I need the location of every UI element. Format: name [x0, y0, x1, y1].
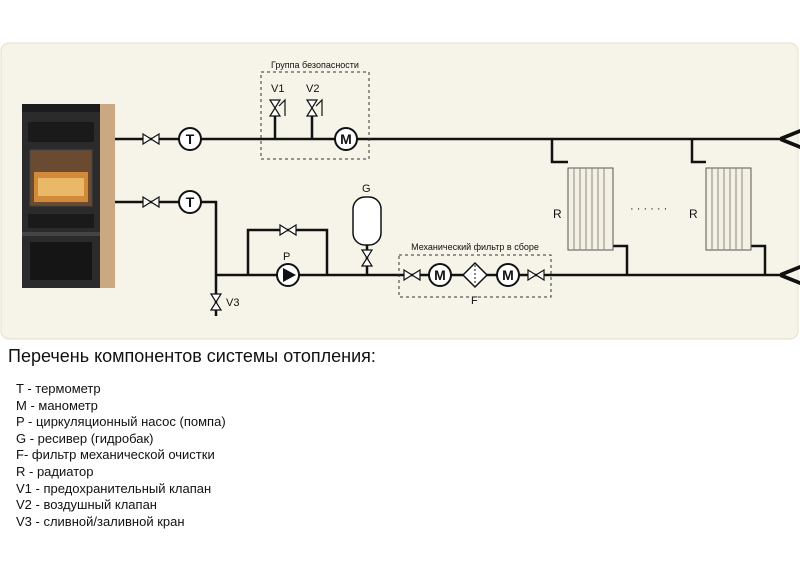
manometer-filter-right: M — [496, 263, 520, 287]
svg-text:M: M — [340, 131, 352, 147]
manometer-filter-left: M — [428, 263, 452, 287]
legend-item-filter: F- фильтр механической очистки — [16, 447, 215, 463]
diagram-background — [0, 42, 799, 340]
v1-label: V1 — [271, 83, 284, 95]
valve-supply — [142, 132, 160, 146]
valve-bypass — [279, 223, 297, 237]
air-valve-icon — [305, 98, 323, 117]
legend-item-drain-valve: V3 - сливной/заливной кран — [16, 513, 185, 529]
receiver-tank — [352, 196, 382, 246]
safety-group-title: Группа безопасности — [271, 60, 359, 70]
mechanical-filter — [461, 261, 489, 289]
legend-item-thermometer: T - термометр — [16, 381, 101, 396]
thermometer-return: T — [178, 190, 202, 214]
legend-item-pump: P - циркуляционный насос (помпа) — [16, 414, 226, 430]
valve-return — [142, 195, 160, 209]
safety-group-box — [260, 71, 370, 160]
safety-valve-icon — [268, 98, 286, 117]
svg-text:T: T — [186, 131, 195, 147]
legend-item-safety-valve: V1 - предохранительный клапан — [16, 480, 212, 496]
legend-title: Перечень компонентов системы отопления: — [8, 346, 376, 366]
valve-filter-left — [403, 268, 421, 282]
pump-label: P — [283, 251, 290, 263]
filter-group-title: Механический фильтр в сборе — [411, 242, 539, 252]
svg-text:T: T — [186, 194, 195, 210]
valve-v3 — [209, 293, 223, 311]
legend-item-manometer: M - манометр — [16, 397, 98, 413]
manometer-safety: M — [334, 127, 358, 151]
radiator-1-label: R — [553, 207, 562, 221]
valve-receiver — [360, 249, 374, 267]
filter-group-box — [398, 254, 552, 298]
legend-item-receiver: G - ресивер (гидробак) — [16, 430, 154, 446]
radiator-2 — [705, 167, 752, 251]
receiver-label: G — [362, 183, 371, 195]
stove — [22, 104, 115, 288]
legend-list: T - термометр M - манометр P - циркуляци… — [16, 381, 226, 530]
v3-label: V3 — [226, 297, 239, 309]
thermometer-supply: T — [178, 127, 202, 151]
radiator-1 — [567, 167, 614, 251]
legend-item-radiator: R - радиатор — [16, 463, 94, 479]
radiator-ellipsis: · · · · · · — [630, 203, 667, 215]
svg-text:M: M — [434, 267, 446, 283]
legend-item-air-valve: V2 - воздушный клапан — [16, 497, 157, 513]
radiator-2-label: R — [689, 207, 698, 221]
heating-diagram: Группа безопасности V1 V2 M T T V3 P G М… — [0, 42, 800, 342]
filter-label: F — [471, 295, 478, 307]
v2-label: V2 — [306, 83, 319, 95]
pump — [276, 263, 300, 287]
valve-filter-right — [527, 268, 545, 282]
svg-text:M: M — [502, 267, 514, 283]
